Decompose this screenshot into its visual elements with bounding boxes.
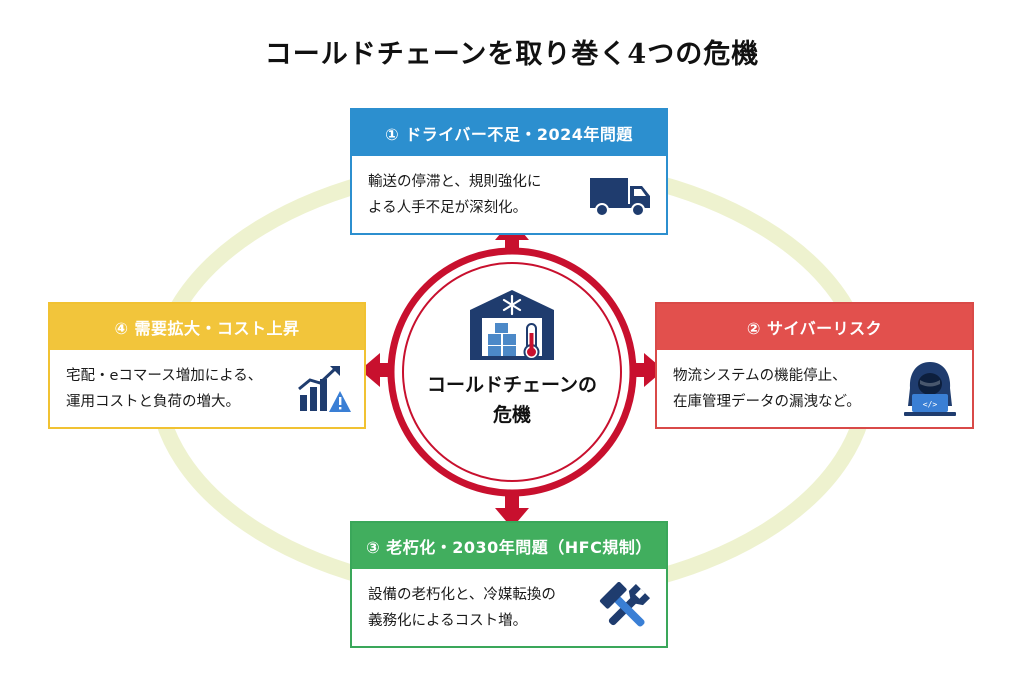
card-header: ① ドライバー不足・2024年問題 — [352, 110, 666, 156]
card-demand-cost: ④ 需要拡大・コスト上昇 宅配・eコマース増加による、 運用コストと負荷の増大。 — [48, 302, 366, 429]
card-text: 物流システムの機能停止、 在庫管理データの漏洩など。 — [673, 367, 861, 410]
tools-icon — [599, 581, 651, 627]
center-outer-ring — [387, 247, 637, 497]
page-title: コールドチェーンを取り巻く4つの危機 — [264, 39, 760, 70]
card-text: 輸送の停滞と、規則強化に よる人手不足が深刻化。 — [368, 173, 542, 216]
card-header: ③ 老朽化・2030年問題（HFC規制） — [352, 523, 666, 569]
svg-text:</>: </> — [923, 400, 938, 409]
truck-icon — [590, 177, 650, 217]
card-text: 設備の老朽化と、冷媒転換の 義務化によるコスト増。 — [368, 586, 556, 629]
card-body: 物流システムの機能停止、 在庫管理データの漏洩など。 </> — [657, 350, 972, 427]
card-body: 宅配・eコマース増加による、 運用コストと負荷の増大。 — [50, 350, 364, 427]
card-header: ④ 需要拡大・コスト上昇 — [50, 304, 364, 350]
hacker-laptop-icon: </> — [904, 361, 956, 416]
card-aging-hfc: ③ 老朽化・2030年問題（HFC規制） 設備の老朽化と、冷媒転換の 義務化によ… — [350, 521, 668, 648]
card-driver-shortage: ① ドライバー不足・2024年問題 輸送の停滞と、規則強化に よる人手不足が深刻… — [350, 108, 668, 235]
card-text: 宅配・eコマース増加による、 運用コストと負荷の増大。 — [66, 367, 263, 410]
center-label: コールドチェーンの 危機 — [426, 374, 598, 426]
card-cyber-risk: ② サイバーリスク 物流システムの機能停止、 在庫管理データの漏洩など。 </> — [655, 302, 974, 429]
card-body: 輸送の停滞と、規則強化に よる人手不足が深刻化。 — [352, 156, 666, 233]
rising-chart-warning-icon — [298, 365, 351, 412]
center-inner-ring — [402, 262, 622, 482]
card-body: 設備の老朽化と、冷媒転換の 義務化によるコスト増。 — [352, 569, 666, 646]
card-header: ② サイバーリスク — [657, 304, 972, 350]
cold-storage-icon — [470, 290, 554, 360]
